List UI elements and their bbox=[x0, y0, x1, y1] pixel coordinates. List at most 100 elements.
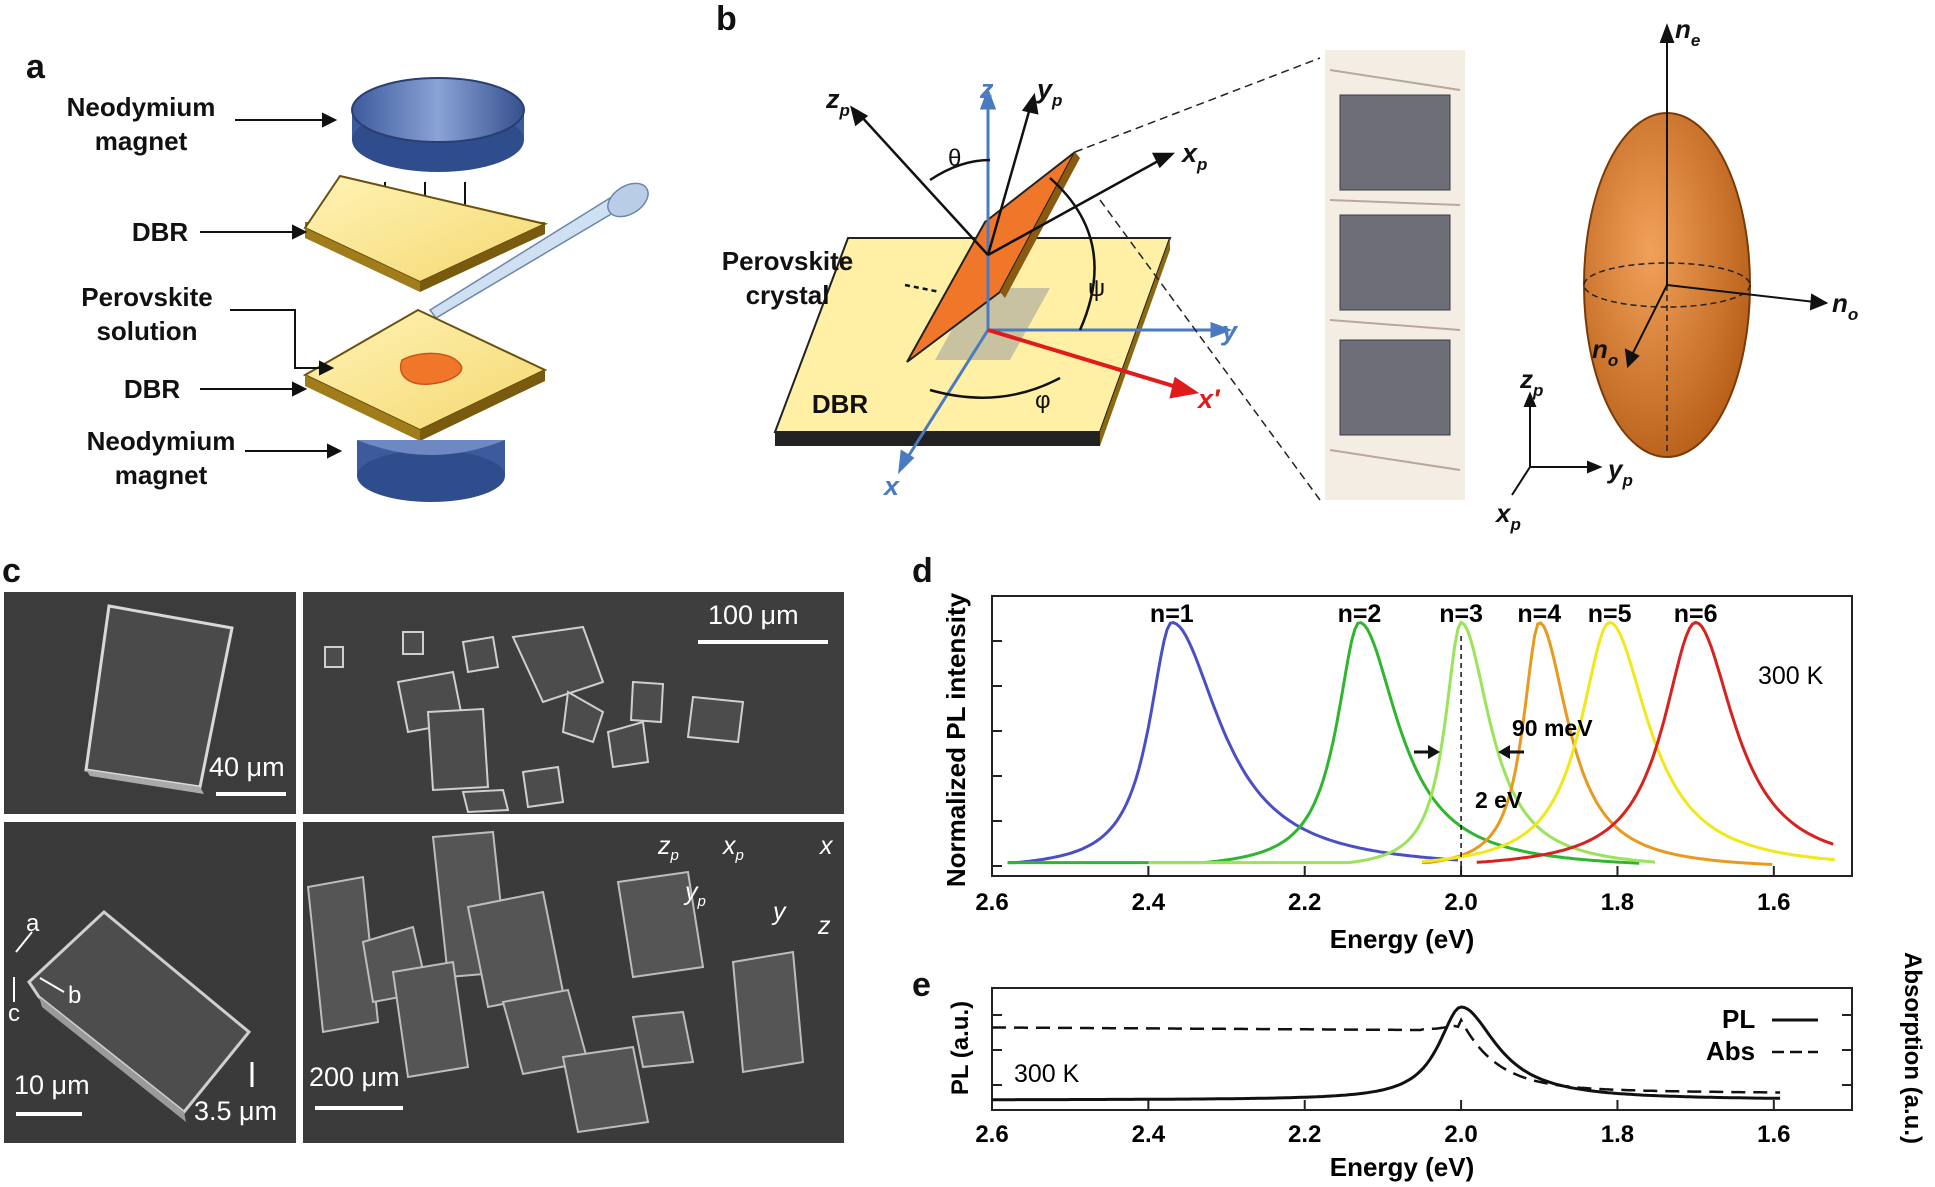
no-label: no bbox=[1832, 288, 1858, 324]
peak-label: n=3 bbox=[1439, 600, 1483, 628]
panel-b-letter: b bbox=[716, 0, 737, 38]
label-dbr-bottom: DBR bbox=[123, 374, 181, 404]
sem-crystal-top-left bbox=[84, 604, 234, 794]
sem-crystals-bottom-right bbox=[306, 830, 805, 1134]
shift-arrowhead-right bbox=[1498, 745, 1510, 759]
label-dbr-top: DBR bbox=[131, 217, 189, 247]
y-label: y bbox=[1220, 316, 1239, 346]
series-n4 bbox=[1422, 621, 1773, 866]
bottom-dbr bbox=[302, 308, 548, 441]
x-tick-label-e: 2.6 bbox=[975, 1121, 1008, 1148]
x-tick-label-d: 2.0 bbox=[1444, 889, 1477, 916]
z-label: z bbox=[979, 74, 994, 104]
sample-axis-x: x bbox=[820, 832, 833, 860]
legend-pl-label: PL bbox=[1722, 1004, 1755, 1034]
x-tick-label-e: 1.8 bbox=[1601, 1121, 1634, 1148]
x-tick-label-d: 2.4 bbox=[1132, 889, 1166, 916]
peak-label: n=5 bbox=[1588, 600, 1632, 628]
zp-label: zp bbox=[825, 84, 850, 120]
scale-bar-10um: 10 μm bbox=[14, 1070, 90, 1100]
x-tick-label-d: 2.2 bbox=[1288, 889, 1321, 916]
scale-bar-200um: 200 μm bbox=[309, 1062, 400, 1092]
x-tick-label-e: 2.4 bbox=[1132, 1121, 1166, 1148]
plot-frame-e bbox=[991, 987, 1853, 1111]
sample-axis-zp: zp bbox=[658, 832, 679, 864]
scale-bar-100um-line bbox=[698, 640, 828, 644]
label-magnet-bottom: Neodymium magnet bbox=[86, 426, 236, 490]
yp-label: yp bbox=[1035, 74, 1062, 110]
series-n3 bbox=[1148, 620, 1656, 865]
temperature-label-d: 300 K bbox=[1758, 662, 1824, 690]
series-n1 bbox=[1007, 621, 1459, 865]
y-axis-label-d: Normalized PL intensity bbox=[941, 592, 971, 887]
label-magnet-top: Neodymium magnet bbox=[66, 92, 216, 156]
shift-label: 90 meV bbox=[1512, 715, 1593, 741]
x-tick-label-d: 1.8 bbox=[1601, 889, 1634, 916]
x-prime-label: x′ bbox=[1196, 384, 1221, 414]
bottom-magnet bbox=[357, 440, 505, 502]
panel-e-letter: e bbox=[912, 966, 931, 1004]
frame-zp-label: zp bbox=[1519, 364, 1543, 400]
field-arrows bbox=[377, 182, 473, 232]
two-ev-label: 2 eV bbox=[1475, 787, 1523, 813]
index-ellipsoid bbox=[1583, 112, 1751, 458]
crystal-axis-b: b bbox=[68, 982, 82, 1009]
plot-frame-d bbox=[991, 595, 1853, 877]
peak-label: n=6 bbox=[1674, 600, 1718, 628]
scale-bar-10um-line bbox=[16, 1112, 82, 1116]
x-axis-label-d: Energy (eV) bbox=[1330, 924, 1475, 954]
sample-axis-y: y bbox=[773, 898, 786, 926]
series-abs bbox=[992, 1017, 1781, 1094]
series-n6 bbox=[1476, 620, 1834, 864]
peak-label: n=1 bbox=[1150, 600, 1194, 628]
peak-label: n=2 bbox=[1338, 600, 1382, 628]
series-n2 bbox=[1007, 621, 1640, 865]
frame-xp-label: xp bbox=[1494, 498, 1521, 534]
sample-axis-yp: yp bbox=[685, 878, 706, 910]
sem-crystals-top-right bbox=[324, 625, 745, 814]
panel-c-letter: c bbox=[2, 552, 21, 590]
label-dbr-substrate: DBR bbox=[811, 389, 869, 419]
scale-bar-40um: 40 μm bbox=[209, 752, 285, 782]
x-axis-label-e: Energy (eV) bbox=[1330, 1152, 1475, 1182]
series-pl bbox=[992, 1005, 1781, 1102]
x-label: x bbox=[882, 471, 900, 501]
series-n5 bbox=[1421, 620, 1835, 864]
label-perovskite-solution: Perovskite solution bbox=[81, 282, 213, 346]
sem-image-bottom-right: 200 μm zp xp yp x y z bbox=[303, 822, 844, 1143]
panel-d-letter: d bbox=[912, 552, 933, 590]
peak-label: n=4 bbox=[1517, 600, 1561, 628]
sem-image-top-right: 100 μm bbox=[303, 592, 844, 814]
sem-image-bottom-left: a b c 10 μm 3.5 μm bbox=[4, 822, 296, 1143]
crystal-axis-c: c bbox=[8, 1000, 20, 1027]
psi-label: ψ bbox=[1088, 275, 1105, 302]
y-axis-label-e: PL (a.u.) bbox=[947, 1001, 974, 1095]
xp-label: xp bbox=[1180, 138, 1207, 174]
x-tick-label-e: 1.6 bbox=[1757, 1121, 1790, 1148]
y2-axis-label-e: Absorption (a.u.) bbox=[1899, 952, 1926, 1144]
top-dbr bbox=[303, 174, 549, 292]
x-tick-label-e: 2.2 bbox=[1288, 1121, 1321, 1148]
label-perovskite-crystal: Perovskite crystal bbox=[721, 246, 854, 310]
sem-image-top-left: 40 μm bbox=[4, 592, 296, 814]
sample-axis-xp: xp bbox=[723, 832, 744, 864]
temperature-label-e: 300 K bbox=[1014, 1060, 1080, 1088]
scale-bar-3-5um: 3.5 μm bbox=[194, 1096, 278, 1126]
crystal-axis-a: a bbox=[26, 910, 40, 937]
legend-abs-label: Abs bbox=[1706, 1036, 1755, 1066]
scale-bar-100um: 100 μm bbox=[708, 600, 799, 630]
frame-yp-label: yp bbox=[1606, 454, 1633, 490]
theta-label: θ bbox=[948, 145, 961, 172]
crystal-structure bbox=[1325, 50, 1465, 500]
x-tick-label-e: 2.0 bbox=[1444, 1121, 1477, 1148]
pipette bbox=[427, 182, 649, 345]
scale-bar-200um-line bbox=[315, 1106, 403, 1110]
shift-arrowhead-left bbox=[1428, 745, 1440, 759]
panel-a-letter: a bbox=[26, 48, 45, 86]
sem-crystal-bottom-left bbox=[13, 910, 254, 1122]
x-tick-label-d: 1.6 bbox=[1757, 889, 1790, 916]
sample-axis-z: z bbox=[818, 912, 831, 940]
top-magnet bbox=[351, 77, 525, 172]
ne-label: ne bbox=[1675, 14, 1700, 50]
no-inner-label: no bbox=[1592, 334, 1618, 370]
